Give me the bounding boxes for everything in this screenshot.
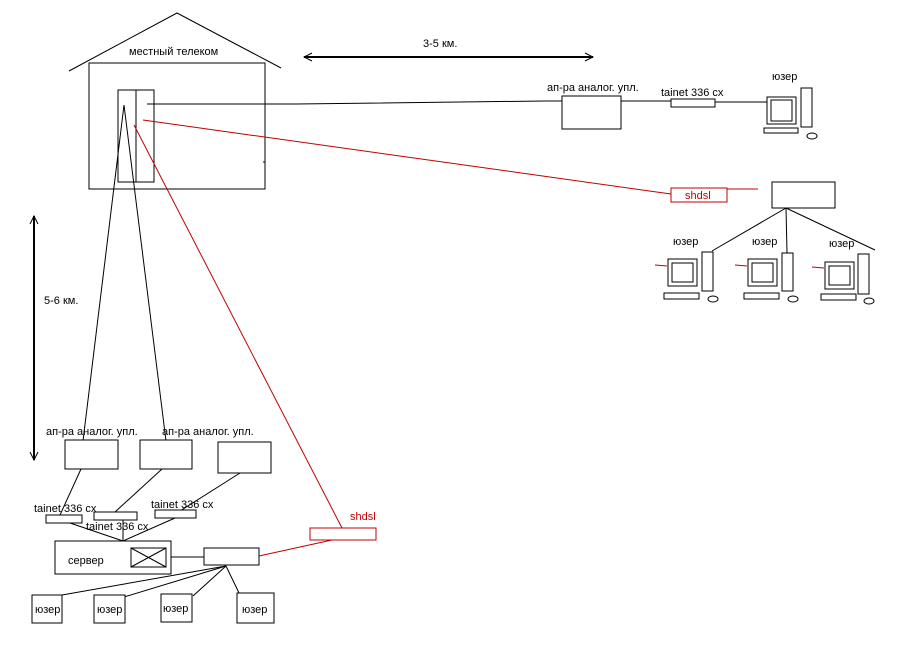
- remote-tainet-label: tainet 336 cx: [661, 87, 724, 99]
- hub-link-2: [785, 207, 788, 254]
- shdsl-user-1: юзер: [654, 236, 719, 303]
- shdsl-modem-top: [670, 187, 728, 203]
- building-roof: [68, 12, 282, 72]
- exchange-rack-right: [135, 89, 155, 183]
- tower-icon: [781, 252, 794, 292]
- building-wall: [88, 62, 266, 190]
- tower-icon: [857, 253, 870, 295]
- office-tainet-1: [45, 514, 83, 524]
- keyboard-icon: [820, 293, 857, 301]
- hub-link-1: [711, 207, 787, 252]
- user-label: юзер: [242, 604, 267, 616]
- office-modem-1: [64, 439, 119, 470]
- remote-modem-box: [561, 95, 622, 130]
- horizontal-distance-label: 3-5 км.: [423, 38, 457, 50]
- office-site: ап-ра аналог. упл. ап-ра аналог. упл. ta…: [31, 426, 377, 624]
- remote-site: ап-ра аналог. упл. tainet 336 cx юзер: [147, 71, 818, 140]
- user-label: юзер: [829, 238, 854, 250]
- shdsl-line-office: [133, 124, 343, 529]
- office-tainet-3-label: tainet 336 cx: [86, 521, 149, 533]
- hub-link-3: [785, 207, 876, 251]
- remote-modem-label: ап-ра аналог. упл.: [547, 82, 639, 94]
- mouse-icon: [806, 132, 818, 140]
- office-tainet-2: [93, 511, 138, 521]
- server-drive-icon: [130, 547, 167, 568]
- office-tainet-1-label: tainet 336 cx: [34, 503, 97, 515]
- mouse-icon: [787, 295, 799, 303]
- tower-icon: [701, 251, 714, 292]
- hub-box-top: [771, 181, 836, 209]
- mouse-icon: [707, 295, 719, 303]
- remote-user-computer: [763, 87, 818, 140]
- user-label: юзер: [752, 236, 777, 248]
- shdsl-user-2: юзер: [734, 236, 799, 303]
- user-label: юзер: [163, 603, 188, 615]
- distance-vertical: 5-6 км.: [34, 216, 78, 460]
- office-tainet-3: [154, 509, 197, 519]
- shdsl-modem-office: [309, 527, 377, 541]
- keyboard-icon: [663, 292, 700, 300]
- shdsl-line-top: [142, 119, 672, 195]
- office-modem-2-label: ап-ра аналог. упл.: [162, 426, 254, 438]
- office-modem-1-label: ап-ра аналог. упл.: [46, 426, 138, 438]
- office-user-2: юзер: [93, 594, 126, 624]
- keyboard-icon: [743, 292, 780, 300]
- office-modem-3: [217, 441, 272, 474]
- mouse-icon: [863, 297, 875, 305]
- vertical-distance-label: 5-6 км.: [44, 295, 78, 307]
- server-label: сервер: [68, 555, 104, 567]
- analog-line-office-2: [123, 104, 167, 442]
- remote-tainet-box: [670, 98, 716, 108]
- analog-line-remote: [147, 100, 562, 105]
- office-user-3: юзер: [160, 593, 193, 623]
- tower-icon: [800, 87, 813, 128]
- keyboard-icon: [763, 127, 799, 134]
- office-user-1: юзер: [31, 594, 63, 624]
- shdsl-label-top: shdsl: [685, 190, 711, 202]
- office-modem-2: [139, 439, 193, 470]
- user-label: юзер: [35, 604, 60, 616]
- distance-horizontal: 3-5 км.: [304, 38, 593, 57]
- office-user-4: юзер: [236, 592, 275, 624]
- user-label: юзер: [673, 236, 698, 248]
- telecom-building: местный телеком: [68, 12, 282, 190]
- analog-line-office-1: [82, 104, 125, 442]
- shdsl-branch: shdsl юзер юзер: [142, 119, 876, 305]
- remote-user-label: юзер: [772, 71, 797, 83]
- shdsl-user-3: юзер: [811, 238, 875, 305]
- office-hub-box: [203, 547, 260, 566]
- shdsl-label-office: shdsl: [350, 511, 376, 523]
- user-label: юзер: [97, 604, 122, 616]
- office-tainet-2-label: tainet 336 cx: [151, 499, 214, 511]
- telecom-label: местный телеком: [129, 46, 218, 58]
